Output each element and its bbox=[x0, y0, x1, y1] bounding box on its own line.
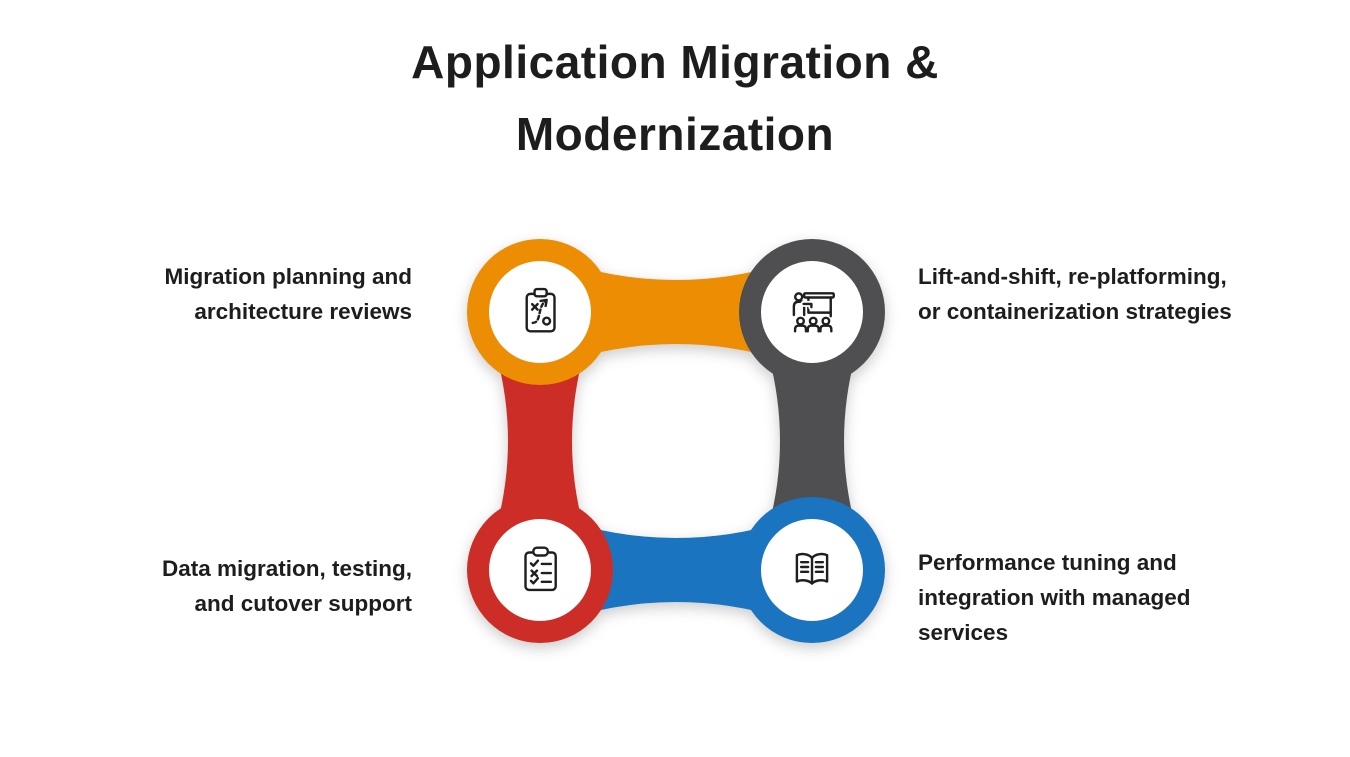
node-migration-strategies bbox=[739, 239, 885, 385]
label-line: and cutover support bbox=[194, 591, 412, 616]
strategy-clipboard-icon bbox=[525, 287, 556, 333]
page-title: Application Migration & Modernization bbox=[0, 26, 1350, 170]
label-line: integration with managed bbox=[918, 585, 1191, 610]
migration-diagram bbox=[467, 239, 885, 643]
node-performance-tuning bbox=[739, 497, 885, 643]
connector-bottom bbox=[540, 512, 812, 628]
label-line: architecture reviews bbox=[194, 299, 412, 324]
label-migration-planning: Migration planning and architecture revi… bbox=[60, 259, 412, 329]
page-title-line-2: Modernization bbox=[515, 108, 835, 160]
label-migration-strategies: Lift-and-shift, re-platforming, or conta… bbox=[918, 259, 1318, 329]
presentation-training-icon bbox=[792, 292, 835, 333]
label-line: Migration planning and bbox=[164, 264, 412, 289]
node-migration-planning bbox=[467, 239, 613, 385]
checklist-clipboard-icon bbox=[524, 546, 557, 592]
label-performance-tuning: Performance tuning and integration with … bbox=[918, 545, 1318, 650]
connector-top bbox=[540, 254, 812, 370]
page-title-line-1: Application Migration & bbox=[411, 36, 939, 88]
label-line: Data migration, testing, bbox=[161, 556, 412, 581]
open-book-icon bbox=[795, 552, 829, 585]
label-line: or containerization strategies bbox=[918, 299, 1232, 324]
label-line: Performance tuning and bbox=[918, 550, 1177, 575]
label-line: services bbox=[918, 620, 1009, 645]
node-data-migration bbox=[467, 497, 613, 643]
node-inner-disc bbox=[489, 519, 591, 621]
label-data-migration: Data migration, testing, and cutover sup… bbox=[60, 551, 412, 621]
label-line: Lift-and-shift, re-platforming, bbox=[918, 264, 1227, 289]
